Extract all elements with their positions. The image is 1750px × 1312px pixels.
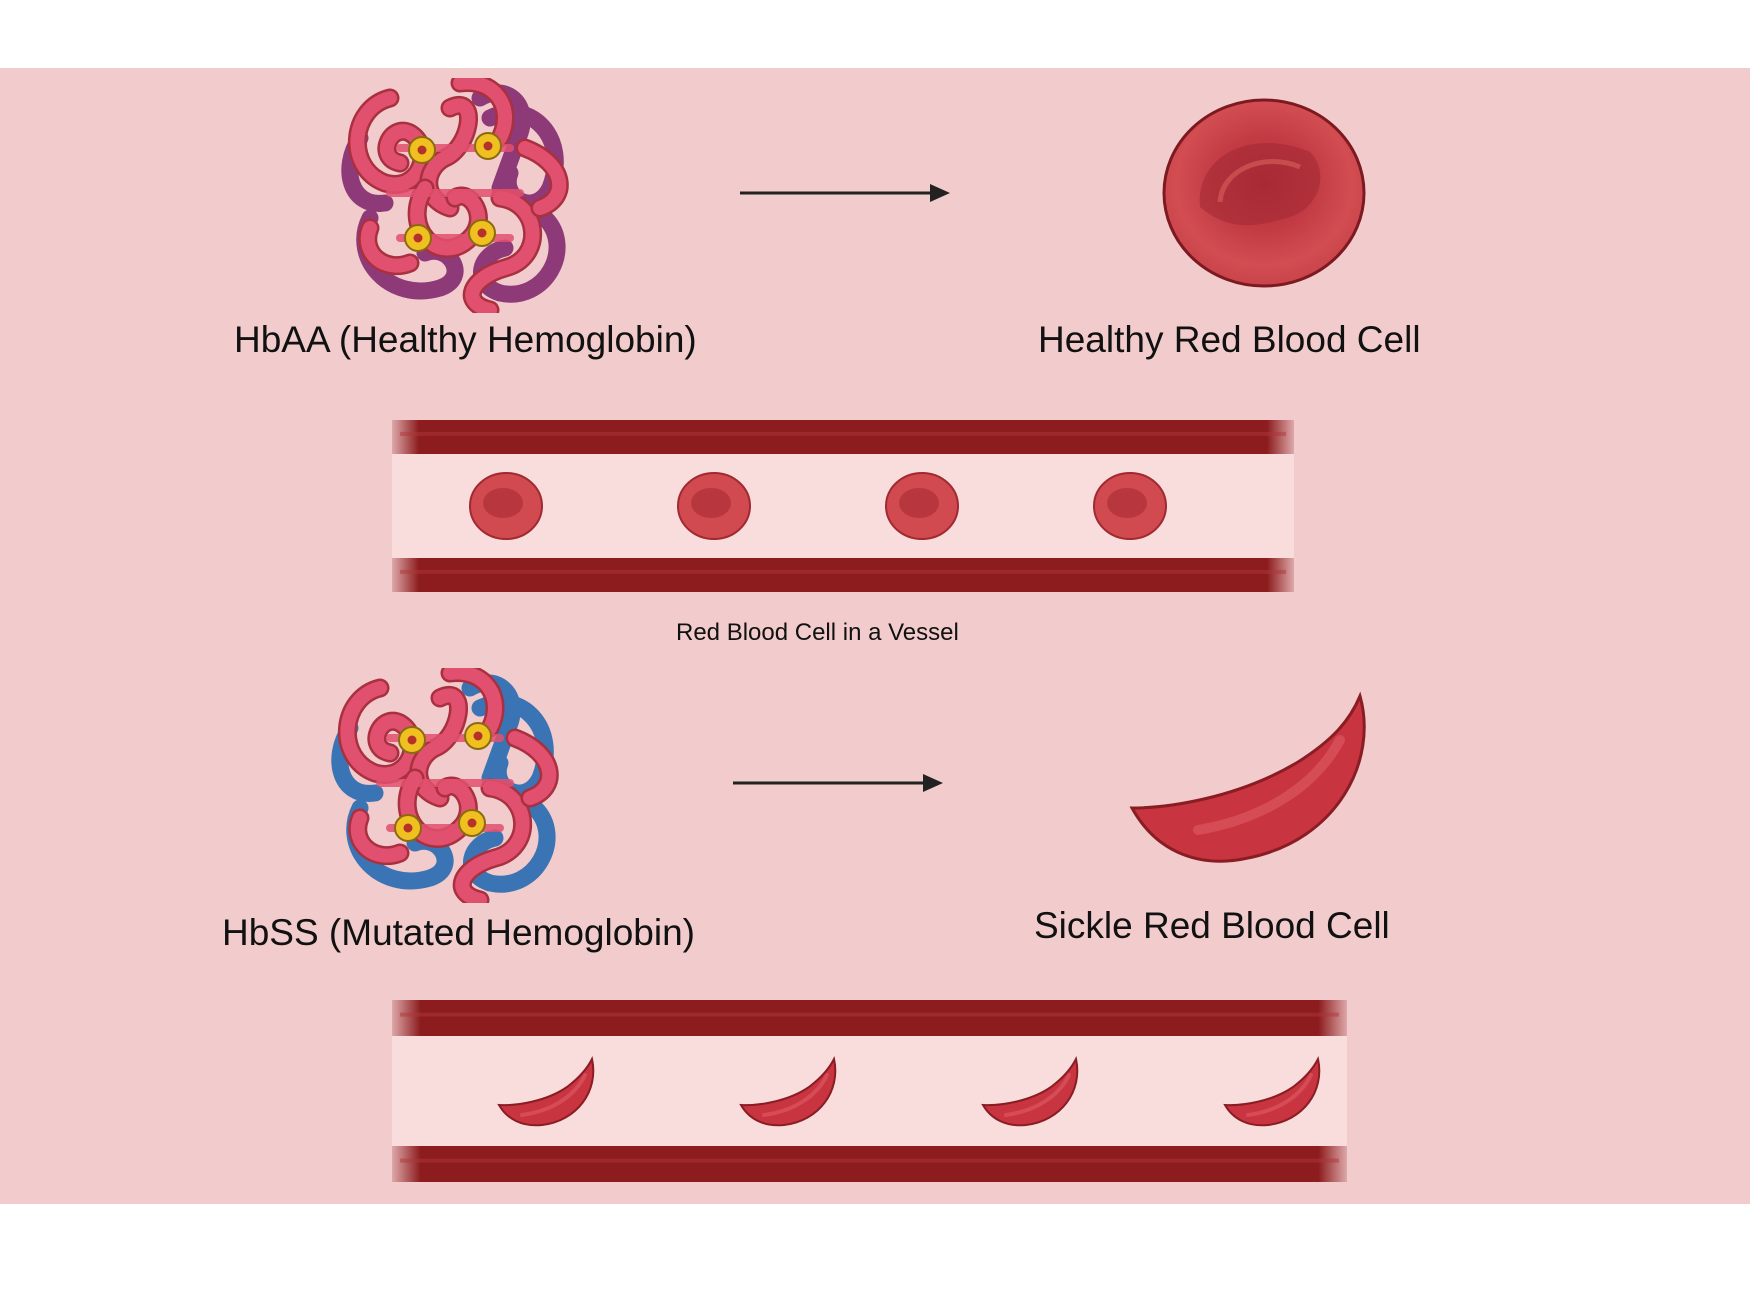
sickle-cell-icon xyxy=(1128,690,1373,870)
vessel-sickle-cell xyxy=(1223,1056,1321,1127)
vessel-sickle-cell xyxy=(497,1056,595,1127)
vessel-wall-bottom xyxy=(392,558,1294,592)
sickle-cell-label: Sickle Red Blood Cell xyxy=(1034,905,1390,946)
vessel-sickle-cell xyxy=(981,1056,1079,1127)
red-blood-cell-icon xyxy=(1160,97,1370,292)
mutated-hemoglobin-icon xyxy=(320,668,575,903)
vessel-red-blood-cell xyxy=(469,472,543,540)
vessel-wall-top xyxy=(392,1000,1347,1036)
vessel-sickle-cell xyxy=(739,1056,837,1127)
vessel-wall-bottom xyxy=(392,1146,1347,1182)
blood-vessel-healthy xyxy=(392,420,1294,592)
healthy-cell-label: Healthy Red Blood Cell xyxy=(1038,319,1421,360)
arrow-icon xyxy=(731,768,946,798)
hemoglobin-icon xyxy=(330,78,585,313)
vessel-caption: Red Blood Cell in a Vessel xyxy=(676,619,959,646)
healthy-hemoglobin-label: HbAA (Healthy Hemoglobin) xyxy=(234,319,697,360)
vessel-red-blood-cell xyxy=(677,472,751,540)
blood-vessel-sickle xyxy=(392,1000,1347,1182)
mutated-hemoglobin-label: HbSS (Mutated Hemoglobin) xyxy=(222,912,695,953)
vessel-red-blood-cell xyxy=(885,472,959,540)
arrow-icon xyxy=(738,178,953,208)
vessel-red-blood-cell xyxy=(1093,472,1167,540)
vessel-wall-top xyxy=(392,420,1294,454)
